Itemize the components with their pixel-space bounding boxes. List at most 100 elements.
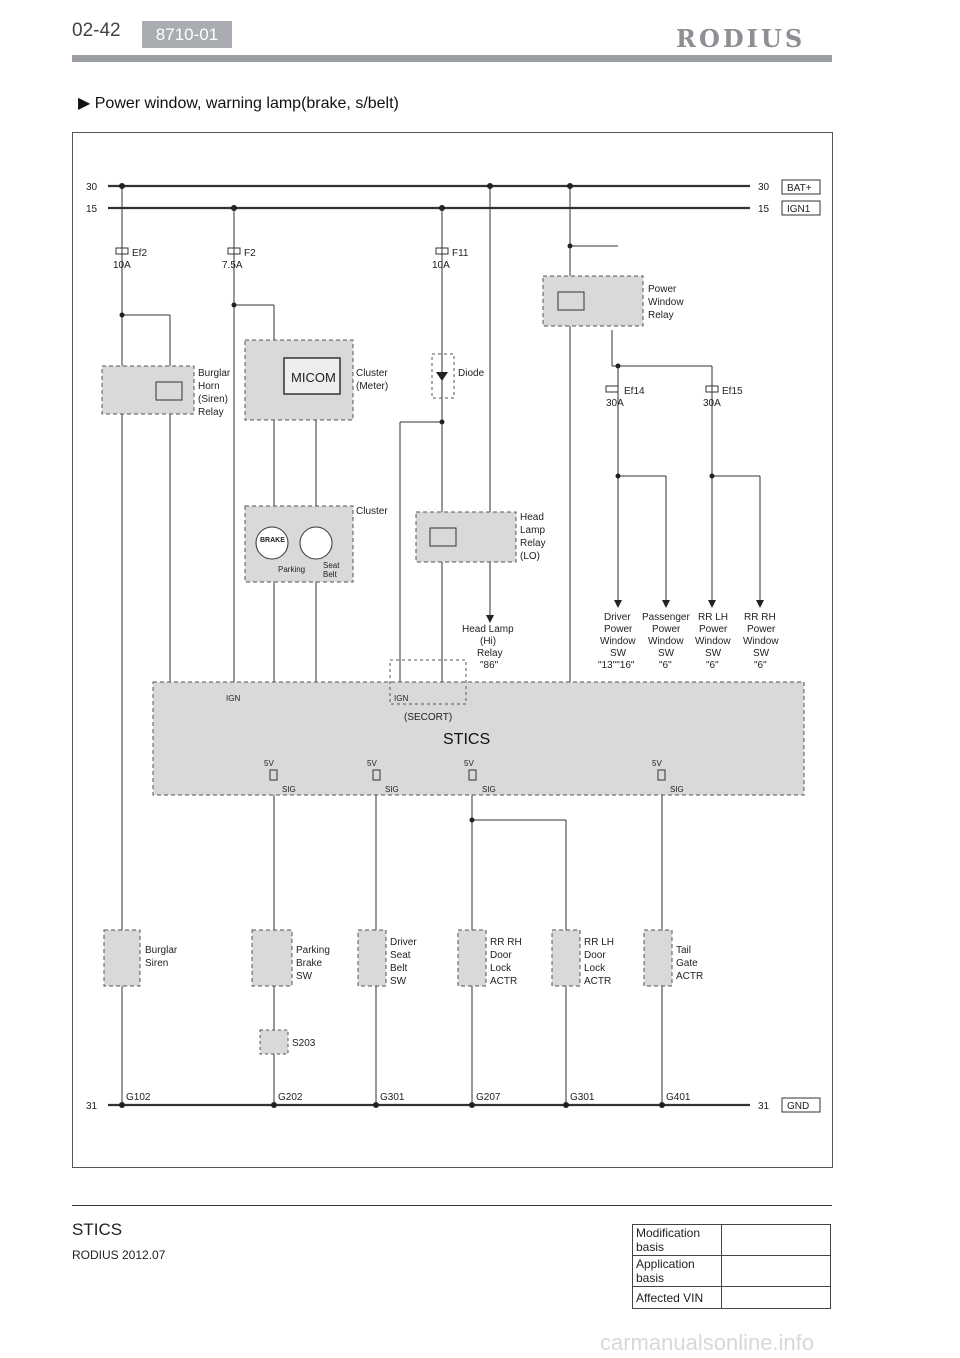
drv-sw-5: "13""16" <box>598 660 635 671</box>
pass-sw-4: SW <box>658 648 675 659</box>
fuse-f2-name: F2 <box>244 248 256 259</box>
fuse-ef14-rating: 30A <box>606 398 624 409</box>
rrlh-sw-1: RR LH <box>698 612 728 623</box>
sig-b15: SIG <box>482 785 496 794</box>
pass-sw-1: Passenger <box>642 612 690 623</box>
brand-logo: RODIUS <box>676 24 806 53</box>
burglar-siren-box <box>103 929 141 987</box>
drv-sw-1: Driver <box>604 612 631 623</box>
rrlh-sw-4: SW <box>705 648 722 659</box>
rail-31-label-right: 31 <box>758 1101 770 1112</box>
ground-g202: G202 <box>278 1092 303 1103</box>
pw-relay-label-1: Power <box>648 284 677 295</box>
drv-sw-4: SW <box>610 648 627 659</box>
sig-a8: SIG <box>385 785 399 794</box>
rev-vin-label: Affected VIN <box>632 1286 722 1309</box>
v5-a5: 5V <box>652 759 662 768</box>
belt-label: Belt <box>323 570 338 579</box>
burglar-relay-label-1: Burglar <box>198 368 231 379</box>
bus-rails <box>108 184 750 1107</box>
cluster-label: Cluster <box>356 506 388 517</box>
v5-b15: 5V <box>464 759 474 768</box>
micom-label: MICOM <box>291 370 336 385</box>
section-title: ▶ Power window, warning lamp(brake, s/be… <box>78 95 399 112</box>
rrrh-lock-2: Door <box>490 950 512 961</box>
footer-system: STICS <box>72 1220 123 1239</box>
seat-label: Seat <box>323 561 340 570</box>
rail-15-label-right: 15 <box>758 204 770 215</box>
sbsw-label-1: Driver <box>390 937 417 948</box>
pass-sw-5: "6" <box>659 660 672 671</box>
v5-a8: 5V <box>367 759 377 768</box>
hl-relay-label-3: Relay <box>520 538 546 549</box>
rev-application-value <box>721 1255 831 1287</box>
cluster-meter-label-1: Cluster <box>356 368 388 379</box>
secort-label: (SECORT) <box>404 712 452 723</box>
diode-box <box>431 353 455 399</box>
stics-label: STICS <box>443 731 490 748</box>
hl-relay-label-2: Lamp <box>520 525 545 536</box>
header-rule <box>72 55 832 62</box>
hl-hi-1: Head Lamp <box>462 624 514 635</box>
hl-hi-2: (Hi) <box>480 636 496 647</box>
rrrh-sw-4: SW <box>753 648 770 659</box>
hl-relay-label-1: Head <box>520 512 544 523</box>
burglar-relay-label-2: Horn <box>198 381 220 392</box>
fuse-f11-name: F11 <box>452 248 469 259</box>
rail-30-label: 30 <box>86 182 98 193</box>
bat-tag: BAT+ <box>787 183 812 194</box>
sbsw-label-2: Seat <box>390 950 411 961</box>
rev-application-label: Application basis <box>632 1255 722 1287</box>
parking-label: Parking <box>278 565 305 574</box>
tailgate-3: ACTR <box>676 971 703 982</box>
cluster-meter-label-2: (Meter) <box>356 381 388 392</box>
fuse-ef15 <box>705 385 719 393</box>
tail-gate-box <box>643 929 673 987</box>
switch-arrows <box>614 600 764 608</box>
head-lamp-relay-box <box>415 511 517 563</box>
fuse-ef15-rating: 30A <box>703 398 721 409</box>
siren-label-1: Burglar <box>145 945 178 956</box>
fuse-ef15-name: Ef15 <box>722 386 743 397</box>
section-code-badge: 8710-01 <box>142 21 232 48</box>
ign1-tag: IGN1 <box>787 204 811 215</box>
rail-30-label-right: 30 <box>758 182 770 193</box>
pbsw-label-1: Parking <box>296 945 330 956</box>
gnd-tag: GND <box>787 1101 809 1112</box>
fuse-ef2-name: Ef2 <box>132 248 147 259</box>
ground-g102: G102 <box>126 1092 151 1103</box>
sig-a19: SIG <box>282 785 296 794</box>
rrrh-sw-2: Power <box>747 624 776 635</box>
rr-lh-lock-box <box>551 929 581 987</box>
sbsw-label-3: Belt <box>390 963 407 974</box>
rrrh-lock-4: ACTR <box>490 976 517 987</box>
page-number: 02-42 <box>72 20 121 41</box>
secort-box <box>389 659 467 705</box>
rev-modification-label: Modification basis <box>632 1224 722 1256</box>
rr-rh-lock-box <box>457 929 487 987</box>
fuse-ef2-rating: 10A <box>113 260 131 271</box>
rev-vin-value <box>721 1286 831 1309</box>
stics-ign-1: IGN <box>226 694 240 703</box>
fuse-f2-rating: 7.5A <box>222 260 243 271</box>
fuse-ef14 <box>605 385 619 393</box>
rrlh-sw-2: Power <box>699 624 728 635</box>
watermark: carmanualsonline.info <box>600 1330 815 1355</box>
seat-belt-sw-box <box>357 929 387 987</box>
wiring-diagram-frame <box>72 132 833 1168</box>
rrrh-lock-1: RR RH <box>490 937 522 948</box>
pass-sw-3: Window <box>648 636 684 647</box>
rrlh-lock-4: ACTR <box>584 976 611 987</box>
ground-g301b: G301 <box>570 1092 595 1103</box>
stics-module-box <box>152 681 805 796</box>
rrlh-sw-5: "6" <box>706 660 719 671</box>
rrlh-sw-3: Window <box>695 636 731 647</box>
fuse-f11-rating: 10A <box>432 260 450 271</box>
fuse-f2 <box>227 247 241 255</box>
sbsw-label-4: SW <box>390 976 407 987</box>
parking-brake-sw-box <box>251 929 293 987</box>
pw-relay-label-3: Relay <box>648 310 674 321</box>
rrrh-sw-1: RR RH <box>744 612 776 623</box>
s203-label: S203 <box>292 1038 316 1049</box>
